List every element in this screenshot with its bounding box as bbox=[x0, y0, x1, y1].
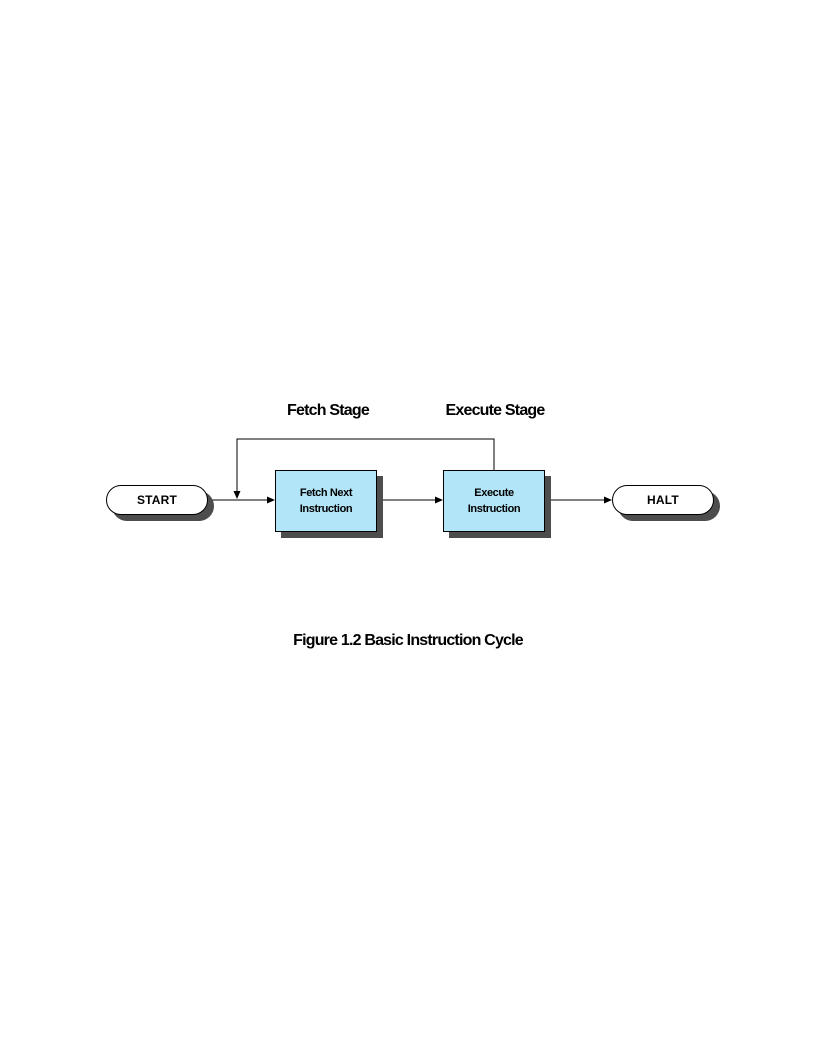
execute-instruction-node: Execute Instruction bbox=[443, 470, 545, 532]
start-node: START bbox=[106, 485, 208, 515]
figure-caption: Figure 1.2 Basic Instruction Cycle bbox=[293, 632, 524, 649]
fetch-next-instruction-node: Fetch Next Instruction bbox=[275, 470, 377, 532]
fetch-stage-label: Fetch Stage bbox=[287, 402, 370, 419]
loop-back-arrow bbox=[233, 438, 495, 499]
execute-node-label-line2: Instruction bbox=[467, 503, 521, 515]
execute-node-label-line1: Execute bbox=[474, 487, 514, 499]
halt-node-label: HALT bbox=[647, 493, 679, 507]
start-node-label: START bbox=[136, 493, 178, 507]
halt-node: HALT bbox=[612, 485, 714, 515]
fetch-node-label-line1: Fetch Next bbox=[299, 487, 353, 499]
execute-stage-label: Execute Stage bbox=[445, 402, 546, 419]
fetch-node-label-line2: Instruction bbox=[299, 503, 353, 515]
